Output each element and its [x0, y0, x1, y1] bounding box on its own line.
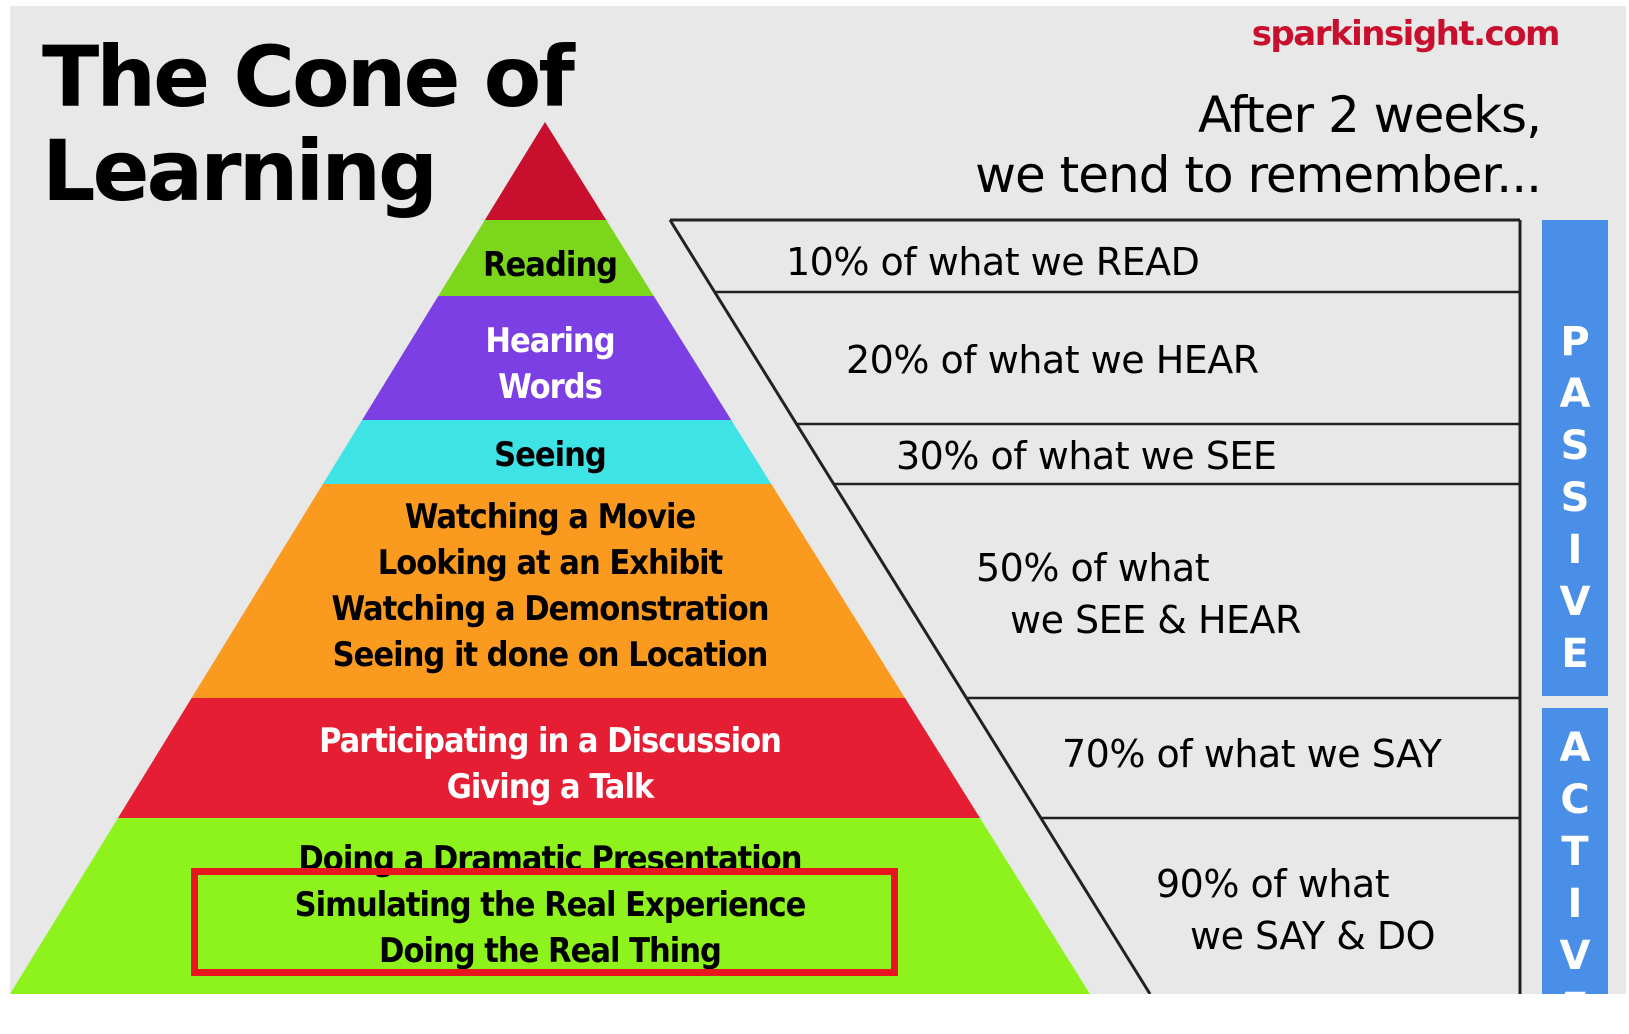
- side-label-letter: A: [1559, 371, 1591, 417]
- tier-label-line: Participating in a Discussion: [319, 721, 782, 761]
- retention-see-hear: 50% of what we SEE & HEAR: [976, 542, 1301, 646]
- retention-line: we SEE & HEAR: [1010, 598, 1301, 642]
- tier-label-line: Giving a Talk: [446, 767, 655, 807]
- retention-line: 50% of what: [976, 546, 1210, 590]
- side-label-letter: E: [1561, 985, 1589, 1031]
- tier-watching-label: Watching a Movie Looking at an Exhibit W…: [230, 494, 870, 678]
- highlight-box: [191, 868, 898, 976]
- side-label-letter: I: [1567, 527, 1583, 573]
- title-line-1: The Cone of: [42, 28, 575, 126]
- tier-participating-band: [117, 698, 981, 818]
- side-label-letter: S: [1560, 423, 1590, 469]
- retention-line: 20% of what we HEAR: [846, 338, 1259, 382]
- tier-watching-band: [191, 484, 906, 698]
- tier-hearing-band: [362, 296, 732, 420]
- tier-label-line: Words: [498, 367, 603, 407]
- retention-read: 10% of what we READ: [786, 236, 1200, 288]
- retention-hear: 20% of what we HEAR: [846, 334, 1259, 386]
- side-label-letter: A: [1559, 725, 1591, 771]
- retention-see: 30% of what we SEE: [896, 430, 1277, 482]
- tier-hearing-label: Hearing Words: [230, 318, 870, 410]
- tier-label-line: Seeing it done on Location: [332, 635, 769, 675]
- table-diagonal-line: [668, 219, 1152, 994]
- side-label-letter: E: [1561, 631, 1589, 677]
- retention-line: 10% of what we READ: [786, 240, 1200, 284]
- title-line-2: Learning: [42, 122, 438, 220]
- tier-reading-band: [438, 220, 654, 296]
- tier-seeing-band: [322, 420, 772, 484]
- header-right-line-2: we tend to remember...: [975, 146, 1542, 204]
- retention-line: 70% of what we SAY: [1062, 732, 1442, 776]
- side-label-letter: S: [1560, 475, 1590, 521]
- retention-say: 70% of what we SAY: [1062, 728, 1442, 780]
- side-label-letter: P: [1560, 319, 1590, 365]
- side-label-letter: C: [1560, 777, 1590, 823]
- tier-label-line: Watching a Movie: [404, 497, 696, 537]
- cone-of-learning-diagram: The Cone of Learning sparkinsight.com Af…: [10, 6, 1626, 1031]
- tier-label-line: Doing the Real Thing: [379, 931, 722, 971]
- tier-label-line: Reading: [483, 245, 618, 285]
- tier-doing-band: [10, 818, 1090, 994]
- site-watermark: sparkinsight.com: [1251, 14, 1561, 54]
- retention-line: 30% of what we SEE: [896, 434, 1277, 478]
- tier-label-line: Looking at an Exhibit: [377, 543, 724, 583]
- side-label-letter: V: [1559, 933, 1591, 979]
- header-right-line-1: After 2 weeks,: [1198, 86, 1542, 144]
- tier-participating-label: Participating in a Discussion Giving a T…: [230, 718, 870, 810]
- side-label-letter: V: [1559, 579, 1591, 625]
- pyramid-and-table: [10, 122, 1522, 994]
- tier-label-line: Simulating the Real Experience: [294, 885, 807, 925]
- tier-reading-label: Reading: [230, 242, 870, 288]
- side-label-letter: T: [1561, 829, 1589, 875]
- side-label-letter: I: [1567, 881, 1583, 927]
- retention-line: we SAY & DO: [1190, 914, 1436, 958]
- retention-say-do: 90% of what we SAY & DO: [1156, 858, 1436, 962]
- tier-label-line: Hearing: [485, 321, 615, 361]
- retention-line: 90% of what: [1156, 862, 1390, 906]
- tier-label-line: Watching a Demonstration: [331, 589, 769, 629]
- tier-label-line: Seeing: [494, 435, 607, 475]
- tier-seeing-label: Seeing: [230, 432, 870, 478]
- tier-apex-band: [484, 122, 607, 220]
